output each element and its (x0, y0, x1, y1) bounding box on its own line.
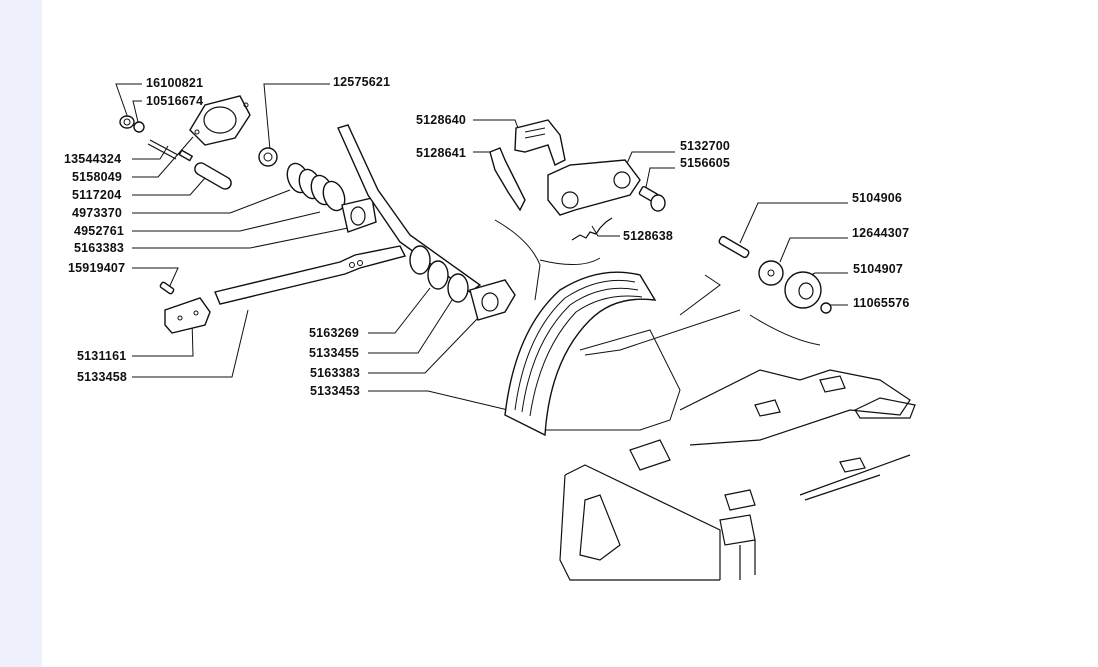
label-5163269: 5163269 (309, 326, 360, 340)
label-5104907: 5104907 (853, 262, 904, 276)
part-nut-12575621 (258, 147, 278, 167)
part-housing-5132700 (547, 159, 641, 216)
part-knob-5104907 (784, 271, 822, 309)
part-lever-main (337, 124, 482, 293)
leader-5128640 (473, 119, 519, 129)
leader-5117204 (132, 177, 206, 196)
label-10516674: 10516674 (146, 94, 204, 108)
label-4973370: 4973370 (72, 206, 123, 220)
leader-16100821 (115, 83, 142, 119)
label-5132700: 5132700 (680, 139, 731, 153)
part-washer-10516674 (133, 121, 145, 133)
label-5131161: 5131161 (77, 349, 127, 363)
label-12644307: 12644307 (852, 226, 910, 240)
leader-5163383a (132, 227, 349, 249)
label-13544324: 13544324 (64, 152, 122, 166)
leader-5132700 (624, 151, 675, 169)
leader-10516674 (132, 100, 142, 123)
part-pawl-5128641 (489, 147, 526, 212)
label-5133458: 5133458 (77, 370, 128, 384)
part-sleeve-5117204 (194, 162, 232, 190)
leader-5133455 (368, 299, 453, 354)
leader-5104906 (739, 202, 848, 244)
leader-5133458 (132, 309, 249, 378)
label-5128640: 5128640 (416, 113, 467, 127)
leader-5128638 (591, 225, 620, 237)
part-bracket-5128640 (514, 119, 566, 166)
leader-15919407 (132, 267, 179, 291)
label-5133455: 5133455 (309, 346, 360, 360)
label-5163383-a: 5163383 (74, 241, 125, 255)
part-nut-11065576 (820, 302, 832, 314)
part-bolt-5104906 (718, 235, 750, 259)
part-flange-5158049 (189, 95, 251, 146)
left-margin-bar (0, 0, 42, 667)
part-gearbox-housing (559, 369, 916, 581)
leader-5131161 (132, 319, 194, 357)
label-5163383-b: 5163383 (310, 366, 361, 380)
leader-13544324 (132, 145, 169, 160)
leader-12575621 (263, 83, 330, 151)
part-bushings-5163269-5133455-5163383 (409, 245, 516, 321)
label-5156605: 5156605 (680, 156, 731, 170)
part-pad-5131161 (164, 297, 211, 334)
part-bushing-4952761 (341, 197, 377, 233)
leader-5133453 (368, 390, 509, 411)
label-11065576: 11065576 (853, 296, 910, 310)
label-4952761: 4952761 (74, 224, 125, 238)
leader-lines (115, 83, 848, 411)
guide-lines (494, 219, 821, 356)
label-5128638: 5128638 (623, 229, 674, 243)
leader-5163269 (368, 287, 431, 334)
leader-12644307 (779, 237, 848, 263)
part-bolt-13544324 (147, 139, 179, 160)
label-5128641: 5128641 (416, 146, 467, 160)
leader-5156605 (644, 167, 675, 193)
part-washer-12644307 (758, 260, 784, 286)
part-bolt-15919407 (159, 281, 175, 295)
leader-4952761 (132, 211, 321, 232)
part-quadrant-5133453 (504, 271, 681, 437)
label-5117204: 5117204 (72, 188, 122, 202)
part-bolt-5156605 (638, 186, 666, 212)
label-5158049: 5158049 (72, 170, 123, 184)
part-lever-pedal-5133458 (214, 245, 407, 305)
leader-5163383b (368, 317, 479, 374)
part-spring-5128638 (571, 217, 613, 241)
label-12575621: 12575621 (333, 75, 391, 89)
label-5133453: 5133453 (310, 384, 361, 398)
part-spring-pin-5158049b (178, 149, 194, 162)
part-nut-16100821 (119, 115, 135, 129)
label-5104906: 5104906 (852, 191, 903, 205)
label-15919407: 15919407 (68, 261, 126, 275)
leader-4973370 (132, 189, 291, 214)
part-spring-4973370 (286, 162, 346, 212)
label-16100821: 16100821 (146, 76, 204, 90)
